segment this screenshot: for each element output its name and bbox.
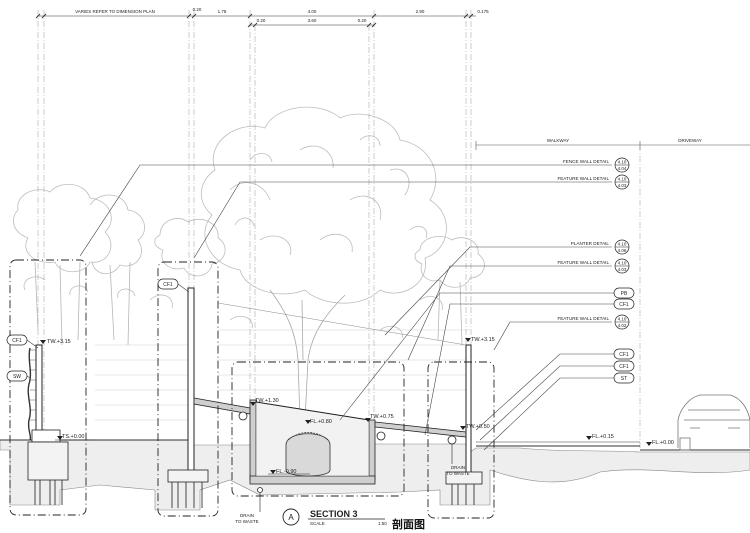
svg-text:PLANTER DETAIL: PLANTER DETAIL [571,241,610,246]
drain-label-right-1: DRAIN [451,465,465,470]
svg-text:FENCE WALL DETAIL: FENCE WALL DETAIL [563,159,609,164]
drain-label-bottom-1: DRAIN [240,513,254,518]
drain-label-right-2: TO WASTE [446,471,469,476]
feature-wall-right [445,344,483,505]
dim-varies: VARIES REFER TO DIMENSION PLAN [75,9,155,14]
svg-text:4.10: 4.10 [618,177,627,182]
level-fl-080: FL.+0.80 [310,419,332,425]
dim-0-20-a: 0.20 [193,7,202,12]
title-block: A SECTION 3 SCALE 1:50 剖面图 [282,508,425,531]
svg-text:FEATURE WALL DETAIL: FEATURE WALL DETAIL [557,176,609,181]
callout-fence-wall-detail[interactable]: FENCE WALL DETAIL 4.10 4.04 [563,157,630,173]
svg-text:4.03: 4.03 [618,183,627,188]
svg-text:4.10: 4.10 [618,317,627,322]
tree-canopy [13,106,485,421]
svg-text:4.10: 4.10 [618,242,627,247]
svg-text:4.06: 4.06 [618,248,627,253]
level-tw-075: TW.+0.75 [370,414,394,420]
background-shrub-hatch [95,329,470,421]
level-tw-130: TW.+1.30 [255,398,279,404]
callout-feature-wall-detail-3[interactable]: FEATURE WALL DETAIL 4.10 4.02 [557,314,630,330]
callout-leaders [26,164,614,451]
level-ts-000: TS.+0.00 [62,434,84,440]
callout-planter-detail[interactable]: PLANTER DETAIL 4.10 4.06 [571,239,630,255]
dim-0-20-b: 0.20 [257,18,266,23]
svg-text:SW: SW [13,374,21,380]
svg-text:CF1: CF1 [619,352,629,358]
section-marker [282,508,300,526]
dim-0-20-c: 0.20 [358,18,367,23]
dimension-extension-lines [37,10,472,440]
tag-st[interactable]: ST [613,372,635,384]
svg-text:CF1: CF1 [619,302,629,308]
tag-cf1-feature-wall[interactable]: CF1 [157,278,179,290]
dim-0-175: 0.175 [477,9,489,14]
svg-text:CF1: CF1 [12,338,22,344]
material-tags: PB CF1 CF1 CF1 ST CF1 SW CF1 [6,278,635,384]
zone-markers [475,141,750,450]
dim-2-90: 2.90 [416,9,425,14]
section-marker-letter: A [288,513,294,522]
walkway-label: WALKWAY [547,138,569,143]
scale-label: SCALE [310,521,325,526]
tag-cf1-wall[interactable]: CF1 [613,348,635,360]
callout-feature-wall-detail-2[interactable]: FEATURE WALL DETAIL 4.10 4.03 [557,258,630,274]
svg-text:4.10: 4.10 [618,160,627,165]
callout-list: FENCE WALL DETAIL 4.10 4.04 FEATURE WALL… [557,157,630,330]
level-tw-315-left: TW.+3.15 [47,339,71,345]
drain-labels: DRAIN TO WASTE DRAIN TO WASTE [235,444,470,524]
svg-text:4.10: 4.10 [618,261,627,266]
svg-text:ST: ST [621,376,627,382]
level-tw-050: TW.+0.50 [466,424,490,430]
svg-text:FEATURE WALL DETAIL: FEATURE WALL DETAIL [557,316,609,321]
dimension-string [35,13,476,28]
svg-text:CF1: CF1 [619,364,629,370]
detail-boundaries [9,259,495,519]
level-tw-315-right: TW.+3.15 [471,337,495,343]
level-fl-015: FL.+0.15 [592,434,614,440]
level-markers: TW.+3.15 TS.+0.00 TW.+1.30 FL.+0.80 TW.+… [40,337,674,475]
svg-text:PB: PB [621,291,628,297]
level-fl-090: FL.-0.90 [276,469,296,475]
feature-wall-left [167,287,209,508]
tag-pb[interactable]: PB [613,287,635,299]
dim-4-00: 4.00 [308,9,317,14]
tag-sw[interactable]: SW [6,370,28,382]
chinese-title: 剖面图 [392,517,425,531]
fence-wall-left [27,344,69,505]
svg-text:4.02: 4.02 [618,323,627,328]
car-icon [677,394,750,451]
drain-label-bottom-2: TO WASTE [235,519,258,524]
callout-feature-wall-detail-1[interactable]: FEATURE WALL DETAIL 4.10 4.03 [557,174,630,190]
svg-text:4.04: 4.04 [618,166,627,171]
tag-cf1-walkway[interactable]: CF1 [613,360,635,372]
scale-value: 1:50 [378,521,387,526]
dim-3-60: 3.60 [308,18,317,23]
svg-text:FEATURE WALL DETAIL: FEATURE WALL DETAIL [557,260,609,265]
section-title: SECTION 3 [310,509,358,519]
planter-structure [193,397,467,493]
tag-cf1-planter[interactable]: CF1 [613,298,635,310]
dimension-texts: VARIES REFER TO DIMENSION PLAN 0.20 1.78… [75,7,489,23]
dim-1-78: 1.78 [218,9,227,14]
tag-cf1-fence[interactable]: CF1 [6,334,28,346]
svg-text:CF1: CF1 [163,282,173,288]
svg-text:4.03: 4.03 [618,267,627,272]
driveway-label: DRIVEWAY [678,138,702,143]
level-fl-000: FL.+0.00 [652,440,674,446]
